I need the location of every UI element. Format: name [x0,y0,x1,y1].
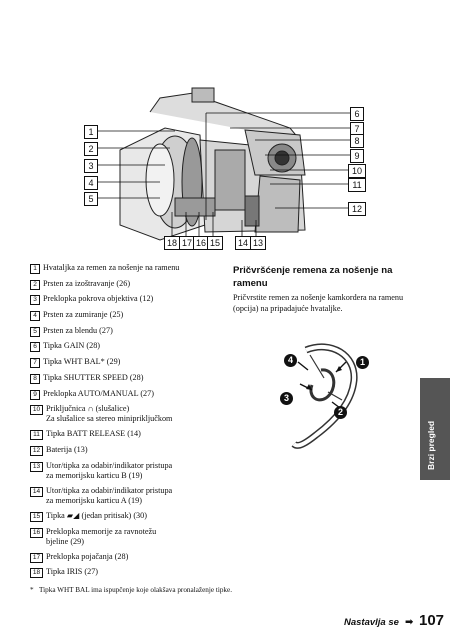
item-text: Tipka SHUTTER SPEED (28) [43,372,144,382]
item-number: 3 [30,295,40,306]
item-number: 17 [30,552,43,563]
item-number: 5 [30,326,40,337]
item-number: 2 [30,279,40,290]
arrow-right-icon: ➡ [405,617,414,628]
item-number: 16 [30,527,43,538]
callout-2: 2 [84,142,98,156]
step-badge-4: 4 [284,354,297,367]
item-text: Baterija (13) [46,444,88,454]
item-number: 7 [30,358,40,369]
side-tab-label: Brzi pregled [426,420,436,470]
callout-14: 14 [235,236,251,250]
callout-4: 4 [84,176,98,190]
item-text: Prsten za zumiranje (25) [43,310,124,320]
item-text: Preklopka memorije za ravnotežu [46,526,157,536]
item-text-continued: za memorijsku karticu A (19) [46,495,142,505]
item-text: Prsten za izoštravanje (26) [43,278,131,288]
callout-1: 1 [84,125,98,139]
item-text: Tipka BATT RELEASE (14) [46,429,141,439]
step-badge-1: 1 [356,356,369,369]
section-title: Pričvršćenje remena za nošenje na ramenu [233,265,393,289]
step-badge-3: 3 [280,392,293,405]
item-text: Hvataljka za remen za nošenje na ramenu [43,263,180,272]
callout-8: 8 [350,134,364,148]
item-text: Preklopka AUTO/MANUAL (27) [43,388,154,398]
strap-illustration: 1 2 3 4 [276,340,380,452]
item-number: 1 [30,264,40,274]
item-text: Tipka WHT BAL* (29) [43,357,121,367]
item-number: 11 [30,430,43,441]
section-body: Pričvrstite remen za nošenje kamkordera … [233,293,404,313]
item-number: 18 [30,568,43,579]
callout-18: 18 [164,236,180,250]
side-tab: Brzi pregled [420,378,450,480]
callout-15: 15 [207,236,223,250]
camcorder-drawing [96,87,350,241]
callout-11: 11 [348,178,366,192]
camcorder-illustration: 1 2 3 4 5 6 7 8 9 10 11 12 18 17 16 15 1… [0,0,450,260]
item-text: Utor/tipka za odabir/indikator pristupa [46,485,173,495]
footnote: * Tipka WHT BAL ima ispupčenje koje olak… [30,586,235,595]
step-badge-2: 2 [334,406,347,419]
page-number: 107 [419,612,445,629]
item-number: 4 [30,311,40,322]
item-text: Tipka IRIS (27) [46,567,99,577]
item-number: 15 [30,511,43,522]
item-number: 9 [30,389,40,400]
callout-3: 3 [84,159,98,173]
footnote-mark: * [30,586,34,594]
item-number: 6 [30,342,40,353]
callout-9: 9 [350,149,364,163]
item-number: 13 [30,461,43,472]
item-text: Tipka ▰◢ (jedan pritisak) (30) [46,510,147,520]
item-text-continued: za memorijsku karticu B (19) [46,470,143,480]
item-number: 12 [30,445,43,456]
footnote-text: Tipka WHT BAL ima ispupčenje koje olakša… [39,586,233,594]
callout-10: 10 [348,164,366,178]
strap-drawing [291,343,358,449]
item-text: Preklopka pokrova objektiva (12) [43,294,154,304]
continued-label: Nastavlja se [344,617,399,628]
item-text: Utor/tipka za odabir/indikator pristupa [46,460,173,470]
item-text-continued: Za slušalice sa stereo minipriključkom [46,414,173,424]
item-text: Prsten za blendu (27) [43,325,113,335]
item-text: Priključnica ∩ (slušalice) [46,404,130,414]
item-text: Tipka GAIN (28) [43,341,101,351]
callout-5: 5 [84,192,98,206]
item-number: 14 [30,486,43,497]
callout-13: 13 [250,236,266,250]
item-text-continued: bjeline (29) [46,536,84,546]
item-number: 8 [30,373,40,384]
callout-12: 12 [348,202,366,216]
callout-6: 6 [350,107,364,121]
item-text: Preklopka pojačanja (28) [46,551,129,561]
item-number: 10 [30,405,43,416]
